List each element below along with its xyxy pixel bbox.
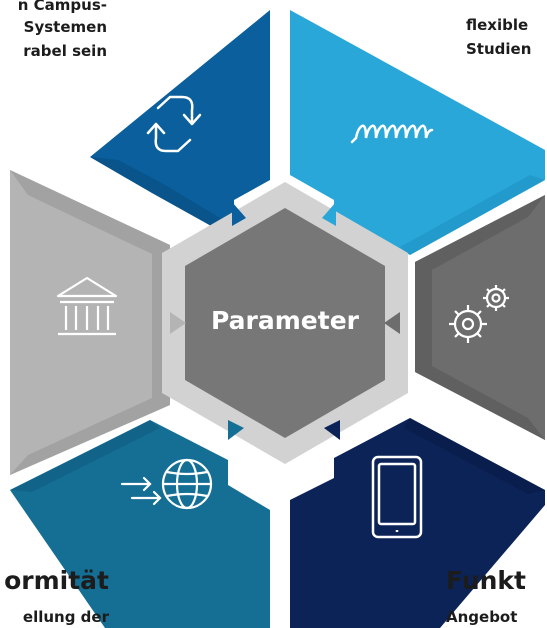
segment-left (10, 170, 170, 475)
spring-coil-icon (350, 124, 434, 144)
top-right-text-2: Studien (466, 40, 532, 58)
bottom-right-title: Funkt (446, 566, 527, 595)
globe-arrow-icon (120, 458, 213, 510)
center-label: Parameter (211, 306, 359, 335)
top-left-text-1: n Campus- (17, 0, 107, 14)
institution-building-icon (56, 276, 118, 336)
bottom-right-text-1: Angebot (446, 608, 518, 626)
segment-bottom-right (290, 418, 545, 628)
pointer-top-right (322, 202, 336, 226)
bottom-left-title: ormität (4, 566, 109, 595)
pointer-left (170, 312, 186, 334)
top-right-text-1: flexible (466, 16, 529, 34)
pointer-bottom-left (228, 420, 244, 440)
top-left-text-3: rabel sein (23, 42, 107, 60)
gears-icon (449, 285, 509, 343)
center-hexagon (185, 208, 385, 438)
bottom-left-text-1: ellung der (22, 608, 109, 626)
pointer-top-left (232, 202, 246, 226)
pointer-bottom-right (324, 420, 340, 440)
tablet-device-icon (371, 455, 423, 539)
pointer-right (384, 312, 400, 334)
top-left-text-2: Systemen (23, 18, 107, 36)
sync-arrows-icon (146, 95, 202, 153)
